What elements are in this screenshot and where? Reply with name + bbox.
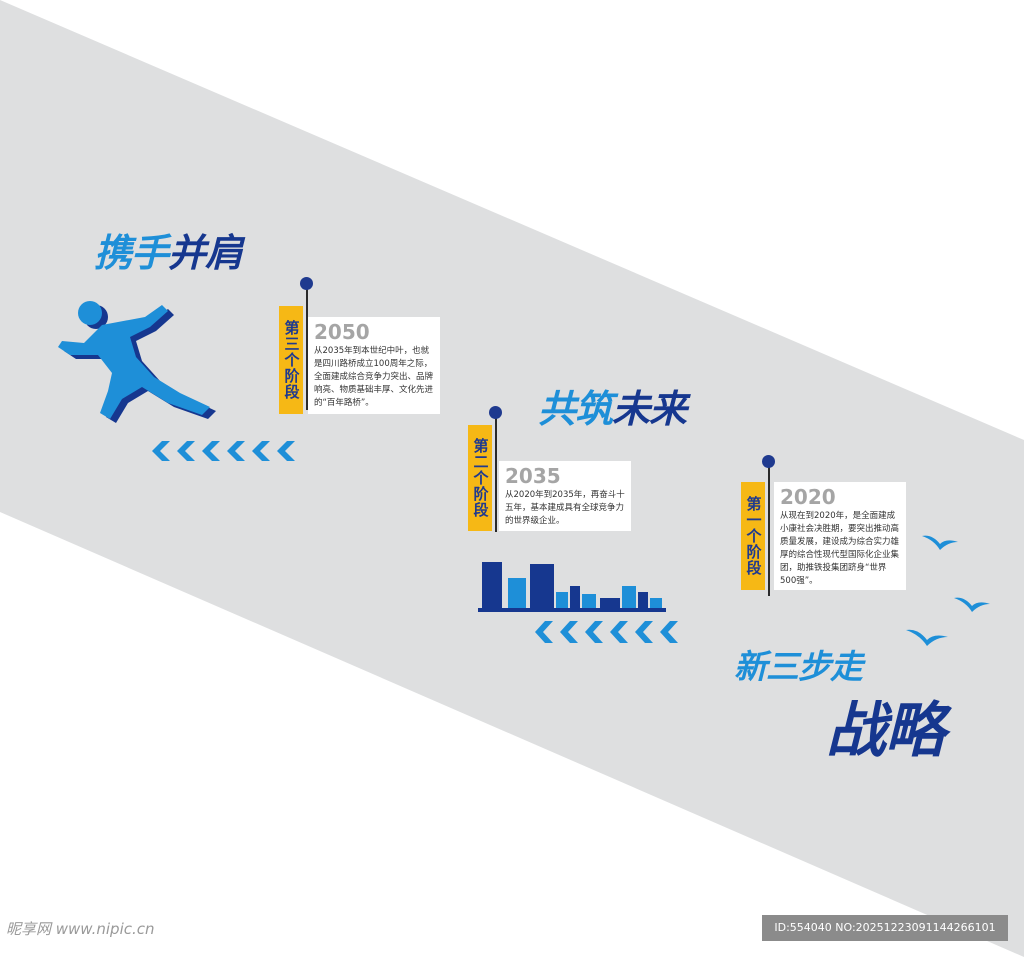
timeline-pin-head xyxy=(762,455,775,468)
city-skyline-icon xyxy=(478,562,666,612)
stage-year: 2050 xyxy=(314,320,370,344)
stage-description: 从现在到2020年，是全面建成小康社会决胜期，要突出推动高质量发展，建设成为综合… xyxy=(780,511,900,586)
timeline-pin xyxy=(495,414,497,532)
stage-description: 从2020年到2035年，再奋斗十五年，基本建成具有全球竞争力的世界级企业。 xyxy=(505,490,625,526)
stage-year: 2035 xyxy=(505,464,561,488)
stage-year: 2020 xyxy=(780,485,836,509)
timeline-pin xyxy=(306,284,308,410)
stage-label: 第二个阶段 xyxy=(468,425,492,531)
stage-card: 2035 从2020年到2035年，再奋斗十五年，基本建成具有全球竞争力的世界级… xyxy=(499,461,631,531)
seagull-icon xyxy=(922,535,958,550)
stage-card: 2050 从2035年到本世纪中叶，也就是四川路桥成立100周年之际，全面建成综… xyxy=(308,317,440,414)
seagull-icon xyxy=(954,597,990,612)
stage-description: 从2035年到本世纪中叶，也就是四川路桥成立100周年之际，全面建成综合竞争力突… xyxy=(314,346,434,408)
slogan-hand-in-hand: 携手并肩 xyxy=(94,222,243,277)
chevron-arrows-icon xyxy=(535,621,678,643)
chevron-arrows-icon xyxy=(152,441,295,461)
slogan-part: 共筑 xyxy=(538,387,613,431)
slogan-new-three-steps: 新三步走 xyxy=(734,647,863,686)
timeline-pin-head xyxy=(300,277,313,290)
slogan-strategy: 战略 xyxy=(826,696,945,766)
timeline-pin xyxy=(768,462,770,596)
slogan-part: 并肩 xyxy=(168,231,243,275)
slogan-build-future: 共筑未来 xyxy=(538,378,687,433)
seagull-icon xyxy=(906,629,948,646)
stage-label: 第一个阶段 xyxy=(741,482,765,590)
timeline-pin-head xyxy=(489,406,502,419)
runner-icon xyxy=(58,301,216,423)
watermark-id: ID:554040 NO:20251223091144266101 xyxy=(762,915,1008,941)
slogan-part: 携手 xyxy=(94,231,169,275)
stage-card: 2020 从现在到2020年，是全面建成小康社会决胜期，要突出推动高质量发展，建… xyxy=(774,482,906,590)
watermark-site: 昵享网 www.nipic.cn xyxy=(6,920,155,938)
stage-label: 第三个阶段 xyxy=(279,306,303,414)
slogan-part: 未来 xyxy=(612,387,687,431)
